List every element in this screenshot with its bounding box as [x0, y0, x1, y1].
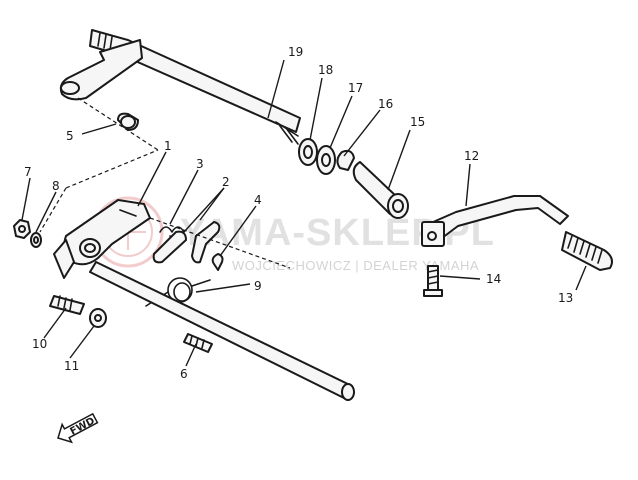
callout-17: 17 [348, 81, 363, 95]
part-16-circlip [336, 149, 355, 171]
fwd-direction-badge: FWD [57, 412, 99, 444]
watermark-subtitle: WOJCIECHOWICZ | DEALER YAMAHA [232, 258, 479, 273]
part-10-bolt [49, 295, 85, 315]
part-18-bushing [298, 138, 318, 166]
callout-3: 3 [196, 157, 204, 171]
part-7-nut [13, 219, 31, 239]
part-8-washer [30, 232, 42, 248]
fwd-arrow-icon [57, 412, 99, 444]
part-19-shift-shaft [59, 29, 301, 145]
callout-labels: 1 2 3 4 5 6 7 8 9 10 11 12 13 14 15 16 1… [24, 45, 573, 381]
part-1-shift-lever [53, 199, 151, 279]
callout-10: 10 [32, 337, 47, 351]
callout-18: 18 [318, 63, 333, 77]
callout-12: 12 [464, 149, 479, 163]
callout-5: 5 [66, 129, 74, 143]
callout-11: 11 [64, 359, 79, 373]
callout-14: 14 [486, 272, 501, 286]
leader-lines [21, 59, 587, 367]
callout-7: 7 [24, 165, 32, 179]
callout-8: 8 [52, 179, 60, 193]
part-13-pedal-rubber [561, 231, 613, 271]
callout-16: 16 [378, 97, 393, 111]
callout-13: 13 [558, 291, 573, 305]
callout-19: 19 [288, 45, 303, 59]
assembly-guide-lines [39, 97, 291, 269]
part-2-pawl [152, 221, 221, 264]
callout-9: 9 [254, 279, 262, 293]
part-4-clip [211, 253, 224, 271]
part-15-collar [352, 161, 409, 219]
part-17-washer [316, 145, 336, 175]
callout-15: 15 [410, 115, 425, 129]
callout-4: 4 [254, 193, 262, 207]
part-5-collar [117, 112, 139, 131]
callout-6: 6 [180, 367, 188, 381]
part-12-shift-pedal [421, 195, 569, 247]
part-14-bolt [423, 265, 443, 297]
part-6-shift-shaft-lower [89, 261, 355, 401]
callout-1: 1 [164, 139, 172, 153]
part-11-nut [89, 308, 107, 328]
callout-2: 2 [222, 175, 230, 189]
